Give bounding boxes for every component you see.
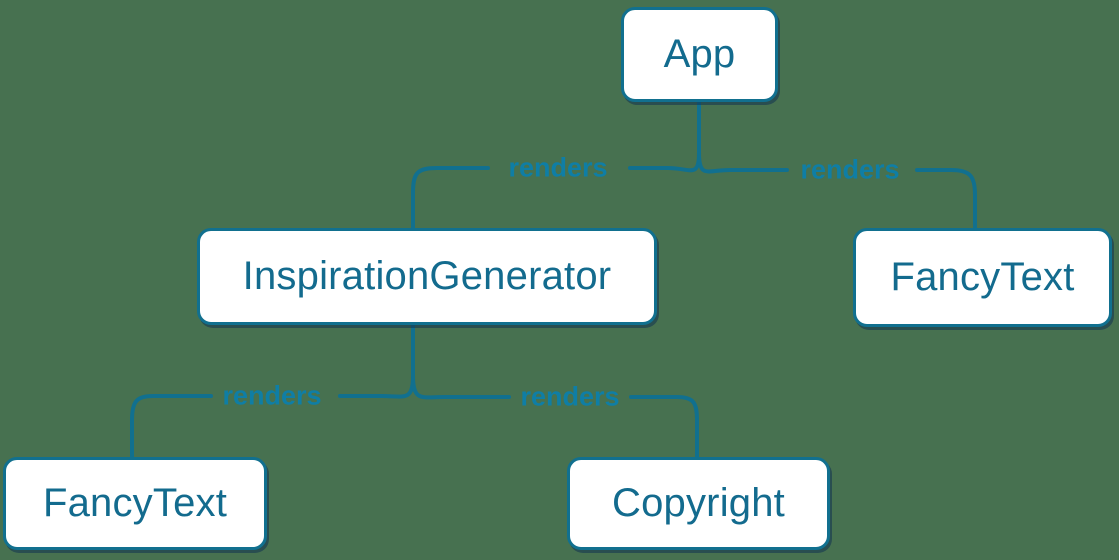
node-fancy-text-bottom-left: FancyText (3, 457, 267, 550)
edge-label-renders-app-inspirationgenerator: renders (508, 152, 608, 183)
connector-inspirationgenerator-copyright-child-side (629, 395, 699, 460)
connector-app-inspirationgenerator-parent-side (628, 100, 701, 173)
node-app-label: App (663, 32, 736, 76)
edge-label-renders-inspirationgenerator-fancytext: renders (222, 380, 322, 411)
node-inspiration-generator: InspirationGenerator (197, 228, 657, 325)
edge-label-renders-app-fancytext: renders (800, 154, 900, 185)
edge-label-renders-inspirationgenerator-copyright: renders (520, 381, 620, 412)
connector-inspirationgenerator-fancytext-child-side (130, 394, 213, 460)
node-app: App (621, 7, 778, 102)
connector-inspirationgenerator-fancytext-parent-side (338, 322, 415, 399)
connector-app-inspirationgenerator-child-side (411, 166, 490, 231)
node-fancy-text-top-right: FancyText (853, 228, 1112, 327)
node-copyright-label: Copyright (612, 481, 785, 525)
node-inspiration-generator-label: InspirationGenerator (242, 254, 612, 298)
node-copyright: Copyright (567, 457, 830, 550)
connector-app-fancytext-child-side (915, 168, 977, 231)
node-fancy-text-top-right-label: FancyText (890, 255, 1075, 299)
connector-app-fancytext-parent-side (697, 100, 789, 174)
node-fancy-text-bottom-left-label: FancyText (42, 481, 228, 525)
connector-inspirationgenerator-copyright-parent-side (411, 322, 511, 400)
